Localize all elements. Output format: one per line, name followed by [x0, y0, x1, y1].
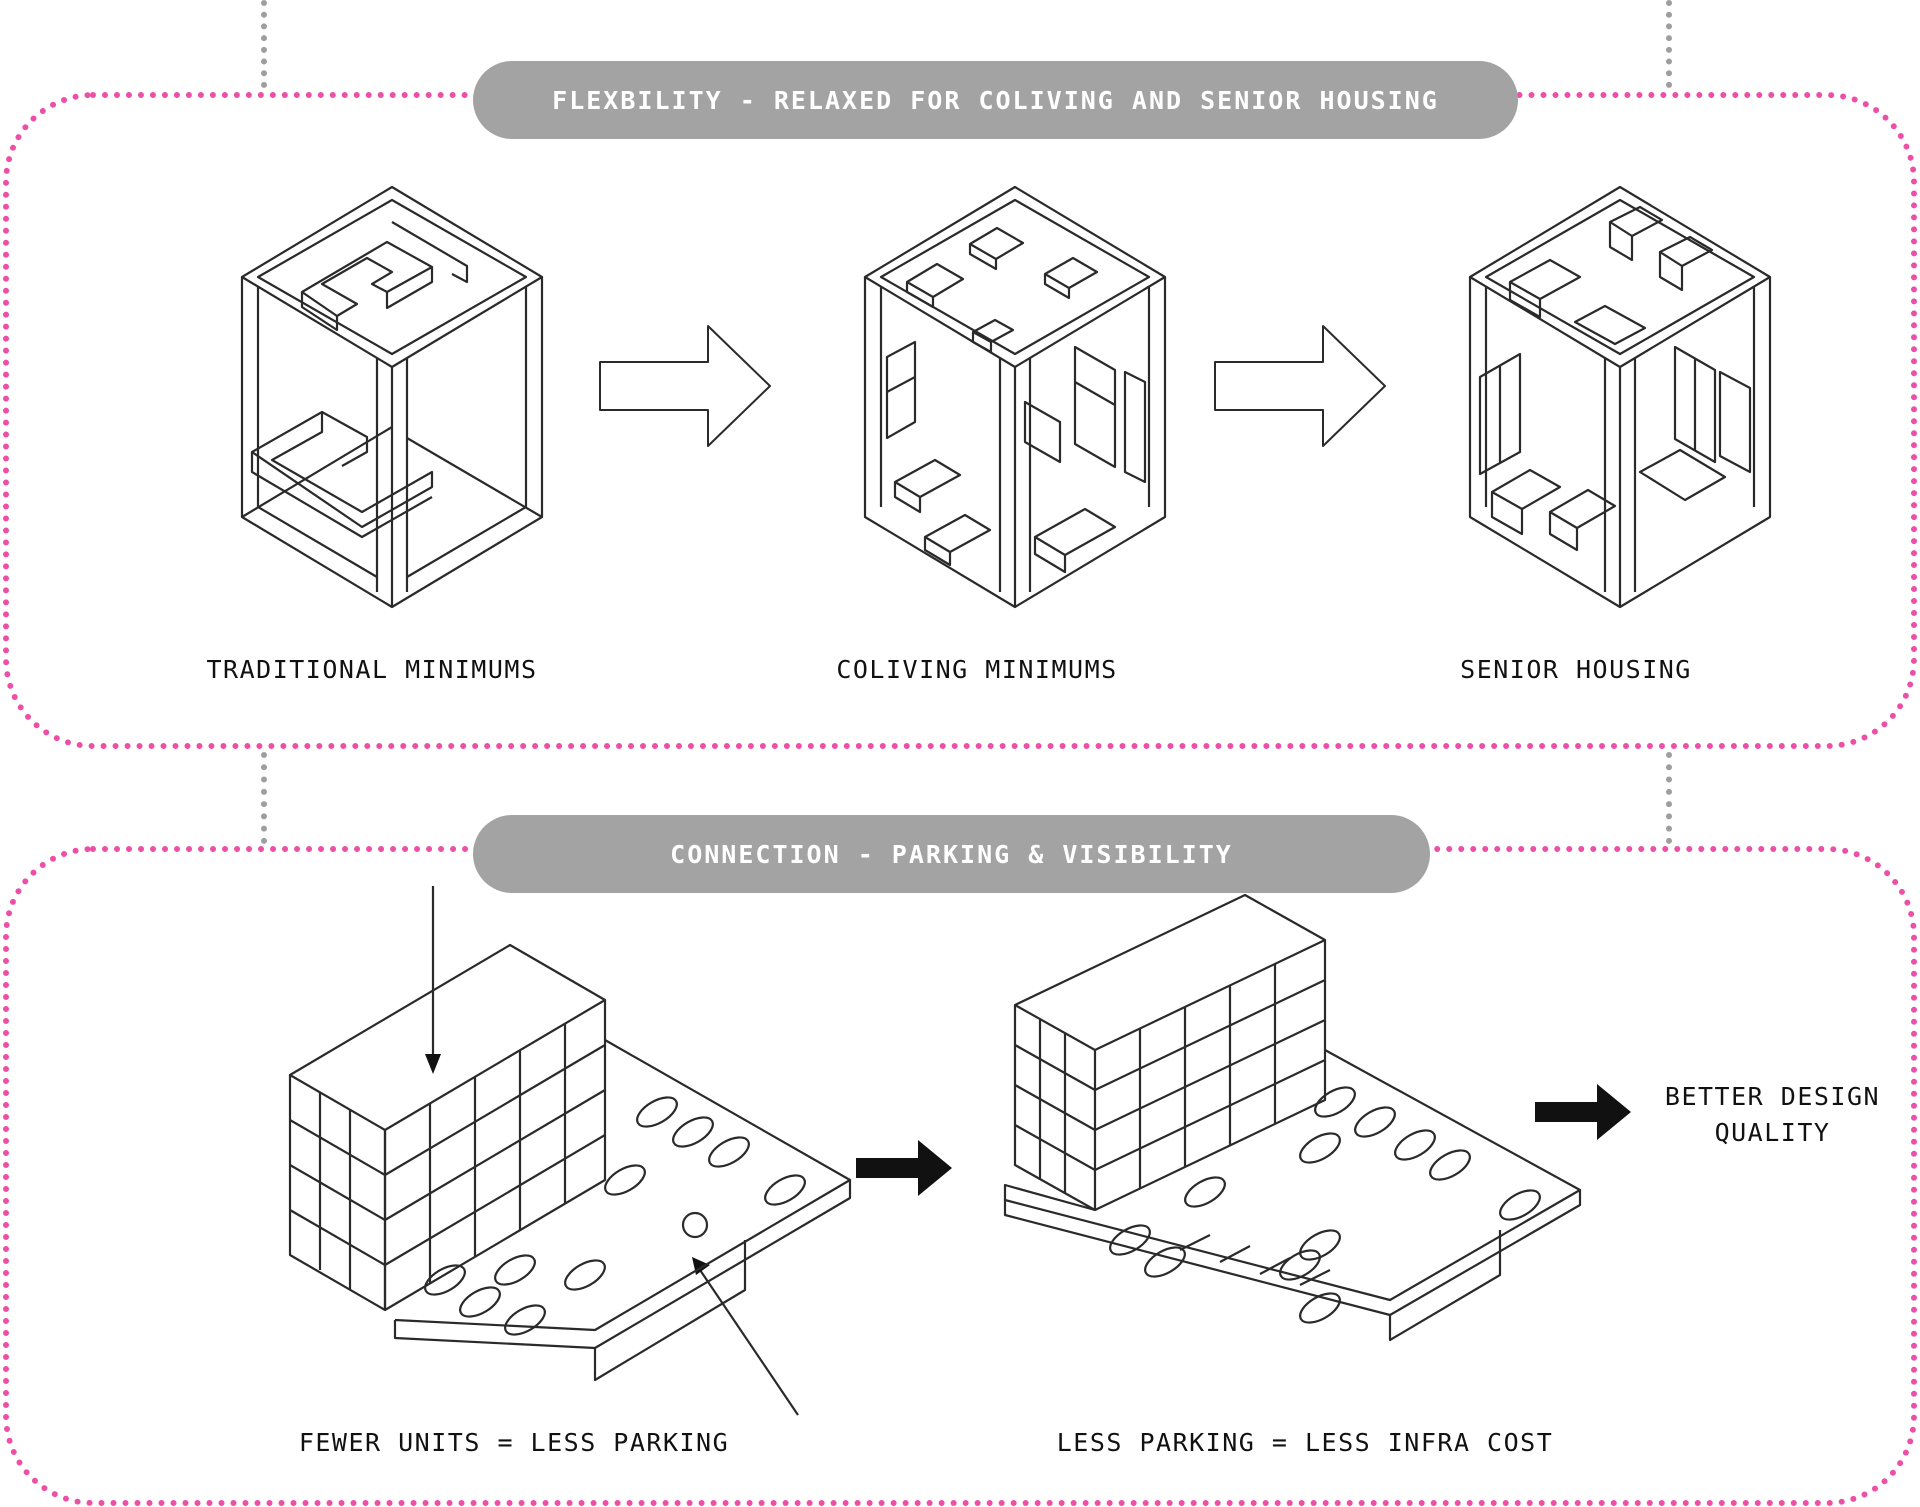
connector-mid-left	[261, 752, 267, 844]
caption-fewer-units: FEWER UNITS = LESS PARKING	[289, 1428, 739, 1457]
connector-mid-right	[1666, 752, 1672, 844]
outline-arrow-icon	[598, 324, 773, 449]
connector-top-right	[1666, 0, 1672, 88]
connection-section-title: CONNECTION - PARKING & VISIBILITY	[473, 815, 1430, 893]
result-line-2: QUALITY	[1655, 1115, 1890, 1151]
connector-top-left	[261, 0, 267, 88]
less-parking-illustration	[1000, 890, 1580, 1340]
result-line-1: BETTER DESIGN	[1655, 1079, 1890, 1115]
caption-senior-housing: SENIOR HOUSING	[1406, 655, 1746, 684]
better-design-quality-label: BETTER DESIGN QUALITY	[1655, 1079, 1890, 1151]
caption-coliving-minimums: COLIVING MINIMUMS	[807, 655, 1147, 684]
caption-traditional-minimums: TRADITIONAL MINIMUMS	[202, 655, 542, 684]
senior-housing-illustration	[1450, 182, 1790, 612]
solid-arrow-icon	[1535, 1084, 1635, 1140]
coliving-minimums-illustration	[845, 182, 1185, 612]
solid-arrow-icon	[856, 1140, 956, 1196]
traditional-minimums-illustration	[222, 182, 562, 612]
caption-less-parking: LESS PARKING = LESS INFRA COST	[1040, 1428, 1570, 1457]
flexibility-section-title: FLEXBILITY - RELAXED FOR COLIVING AND SE…	[473, 61, 1518, 139]
fewer-units-parking-illustration	[285, 940, 855, 1390]
outline-arrow-icon	[1213, 324, 1388, 449]
